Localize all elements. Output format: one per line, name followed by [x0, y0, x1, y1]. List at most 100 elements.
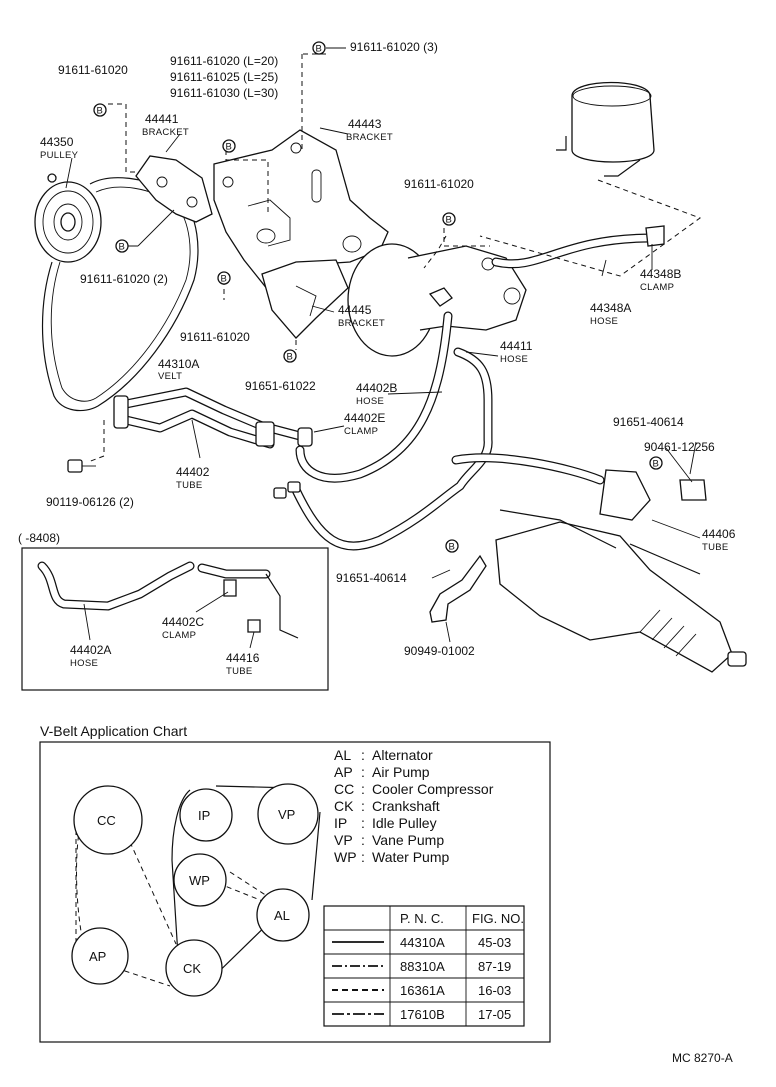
- label-91611-61020-l20: 91611-61020 (L=20): [170, 54, 278, 68]
- table-row: 44310A 45-03: [332, 935, 511, 950]
- clamp-44348b-icon: [645, 225, 665, 247]
- pulley-wp: WP: [173, 853, 227, 907]
- svg-text:AP: AP: [334, 764, 353, 780]
- pulley-ip: IP: [179, 788, 233, 842]
- inset-title: ( -8408): [18, 531, 60, 545]
- pulley-cc-label: CC: [97, 813, 116, 828]
- svg-text::: :: [361, 849, 365, 865]
- label-91611-61020-c: 91611-61020: [180, 330, 250, 344]
- table-row: 16361A 16-03: [332, 983, 511, 998]
- footer-code: MC 8270-A: [672, 1051, 733, 1065]
- svg-text::: :: [361, 798, 365, 814]
- svg-text:Vane Pump: Vane Pump: [372, 832, 444, 848]
- pulley-vp-label: VP: [278, 807, 295, 822]
- svg-text:B: B: [653, 459, 660, 470]
- legend-item: WP : Water Pump: [334, 849, 449, 865]
- label-44402: 44402: [176, 465, 210, 479]
- label-44445-sub: BRACKET: [338, 318, 385, 329]
- bolt-marker: B: [442, 212, 456, 226]
- pulley-wp-label: WP: [189, 873, 210, 888]
- svg-text:B: B: [119, 242, 126, 253]
- svg-text:Water Pump: Water Pump: [372, 849, 449, 865]
- legend-item: CK : Crankshaft: [334, 798, 440, 814]
- pulley-ap: AP: [71, 927, 129, 985]
- label-44406: 44406: [702, 527, 736, 541]
- label-44310a-sub: VELT: [158, 371, 182, 382]
- pulley-al: AL: [256, 888, 310, 942]
- pulley-vp: VP: [257, 783, 319, 845]
- bolt-marker: B: [283, 349, 297, 363]
- svg-text:B: B: [221, 274, 228, 285]
- label-44402c: 44402C: [162, 615, 204, 629]
- svg-text:87-19: 87-19: [478, 959, 511, 974]
- label-44310a: 44310A: [158, 357, 199, 371]
- vbelt-chart-title: V-Belt Application Chart: [40, 723, 187, 739]
- label-91611-61020-3: 91611-61020 (3): [350, 40, 438, 54]
- svg-text:B: B: [97, 106, 104, 117]
- part-labels: 91611-61020 91611-61020 (L=20) 91611-610…: [40, 40, 736, 658]
- pulley-ip-label: IP: [198, 808, 210, 823]
- bolt-marker: B: [93, 103, 107, 117]
- bolt-marker: B: [217, 271, 231, 285]
- label-91611-61025: 91611-61025 (L=25): [170, 70, 278, 84]
- svg-text:AL: AL: [334, 747, 351, 763]
- svg-text:B: B: [316, 44, 323, 55]
- label-44411: 44411: [500, 339, 533, 353]
- svg-text:CC: CC: [334, 781, 354, 797]
- table-row: 17610B 17-05: [332, 1007, 511, 1022]
- legend-item: AL : Alternator: [334, 747, 433, 763]
- label-44402b-sub: HOSE: [356, 396, 384, 407]
- pulley-cc: CC: [73, 785, 143, 855]
- bolt-marker: B: [222, 139, 236, 153]
- bolt-marker: B: [649, 456, 663, 470]
- label-44406-sub: TUBE: [702, 542, 729, 553]
- label-90461-12256: 90461-12256: [644, 440, 715, 454]
- svg-text::: :: [361, 781, 365, 797]
- label-91611-61020-2: 91611-61020 (2): [80, 272, 168, 286]
- label-44443-sub: BRACKET: [346, 132, 393, 143]
- label-44441: 44441: [145, 112, 179, 126]
- legend: AL : Alternator AP : Air Pump CC : Coole…: [334, 747, 494, 865]
- table-header-pnc: P. N. C.: [400, 911, 444, 926]
- bolt-marker: B: [445, 539, 459, 553]
- svg-text:WP: WP: [334, 849, 357, 865]
- svg-text:B: B: [446, 215, 453, 226]
- label-44443: 44443: [348, 117, 382, 131]
- svg-text:B: B: [226, 142, 233, 153]
- label-44402e: 44402E: [344, 411, 385, 425]
- svg-text:44310A: 44310A: [400, 935, 445, 950]
- label-44348b-sub: CLAMP: [640, 282, 674, 293]
- label-44411-sub: HOSE: [500, 354, 528, 365]
- svg-text:Air Pump: Air Pump: [372, 764, 430, 780]
- label-44402-sub: TUBE: [176, 480, 203, 491]
- svg-text::: :: [361, 832, 365, 848]
- bolt-marker: B: [312, 41, 326, 55]
- pulley-ck: CK: [165, 939, 223, 997]
- table-row: 88310A 87-19: [332, 959, 511, 974]
- reservoir-tank-icon: [556, 81, 655, 177]
- belt-table: P. N. C. FIG. NO. 44310A 45-03 88310A 87…: [323, 905, 525, 1027]
- legend-item: VP : Vane Pump: [334, 832, 444, 848]
- pulley-44350-icon: [34, 173, 102, 263]
- clamp-44402c-icon: [223, 579, 237, 597]
- leader-lines: [65, 53, 702, 643]
- label-44402a-sub: HOSE: [70, 658, 98, 669]
- svg-text:Alternator: Alternator: [372, 747, 433, 763]
- svg-text::: :: [361, 747, 365, 763]
- bracket-44441-icon: [135, 155, 213, 223]
- inset-box: ( -8408) 44402C CLAMP 44402A HOSE 44416 …: [18, 531, 329, 691]
- bracket-44445-icon: [261, 259, 349, 339]
- bolt-markers: B B B B B B B B B: [93, 41, 663, 553]
- pulley-ck-label: CK: [183, 961, 201, 976]
- label-90119-06126: 90119-06126 (2): [46, 495, 134, 509]
- pulley-al-label: AL: [274, 908, 290, 923]
- tube-44416-fitting-icon: [247, 619, 261, 633]
- svg-text::: :: [361, 815, 365, 831]
- svg-text:B: B: [287, 352, 294, 363]
- pulley-ap-label: AP: [89, 949, 106, 964]
- svg-text:B: B: [449, 542, 456, 553]
- tube-44402-fittings-icon: [113, 395, 313, 447]
- svg-text::: :: [361, 764, 365, 780]
- svg-text:CK: CK: [334, 798, 354, 814]
